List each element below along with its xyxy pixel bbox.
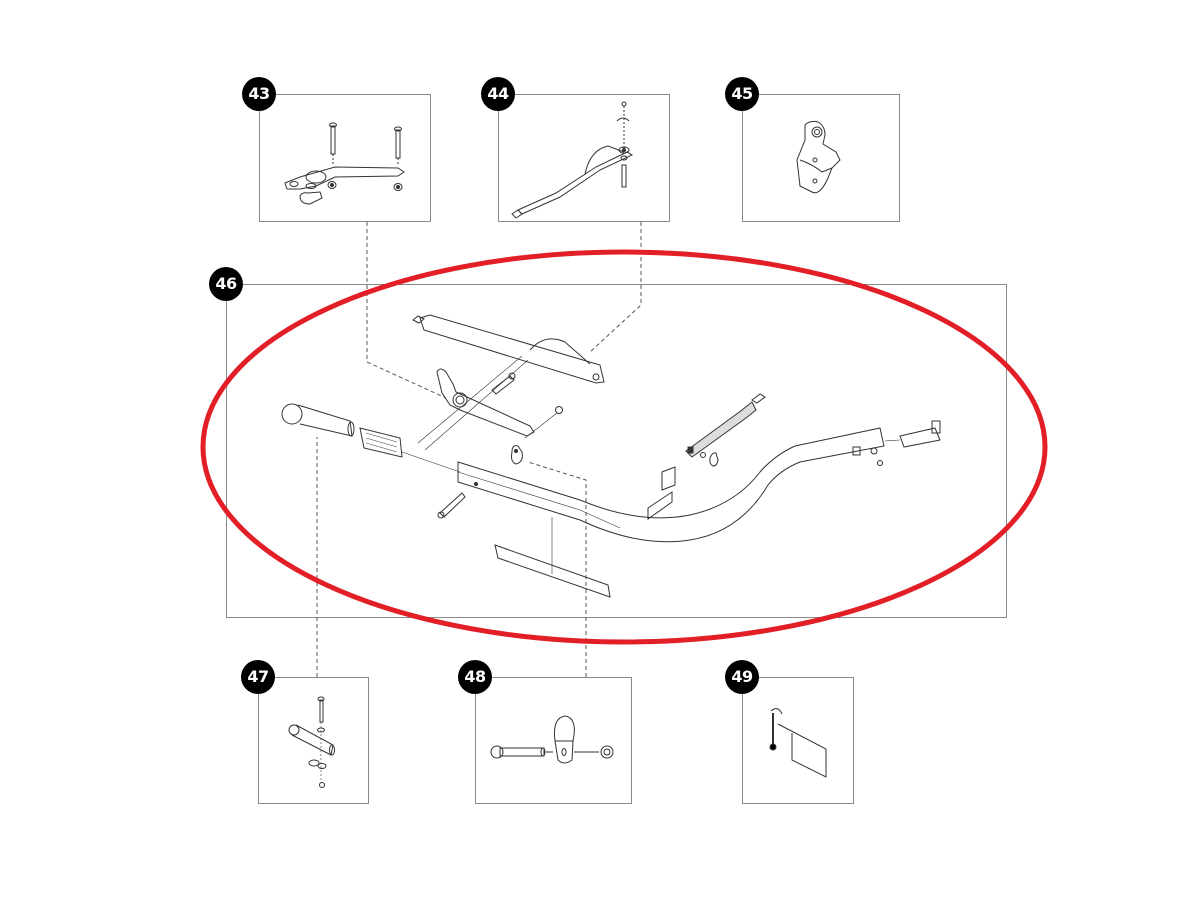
- badge-44: 44: [481, 77, 515, 111]
- part-box-45: [742, 94, 900, 222]
- part-46-art: [281, 314, 941, 598]
- leader-43: [366, 222, 447, 399]
- part-box-47: [258, 677, 369, 804]
- part-box-48: [475, 677, 632, 804]
- highlight-ellipse: [200, 249, 1048, 645]
- leader-44: [589, 222, 642, 353]
- part-47-art: [288, 696, 335, 788]
- badge-48: 48: [458, 660, 492, 694]
- part-44-art: [511, 101, 634, 219]
- leader-48: [527, 461, 587, 677]
- badge-43: 43: [242, 77, 276, 111]
- part-49-art: [769, 708, 827, 778]
- part-43-art: [284, 122, 405, 205]
- part-45-art: [796, 120, 841, 194]
- part-box-49: [742, 677, 854, 804]
- badge-47: 47: [241, 660, 275, 694]
- badge-49: 49: [725, 660, 759, 694]
- part-box-46: [226, 284, 1007, 618]
- part-box-43: [259, 94, 431, 222]
- part-48-art: [490, 715, 614, 764]
- badge-46: 46: [209, 267, 243, 301]
- badge-45: 45: [725, 77, 759, 111]
- part-box-44: [498, 94, 670, 222]
